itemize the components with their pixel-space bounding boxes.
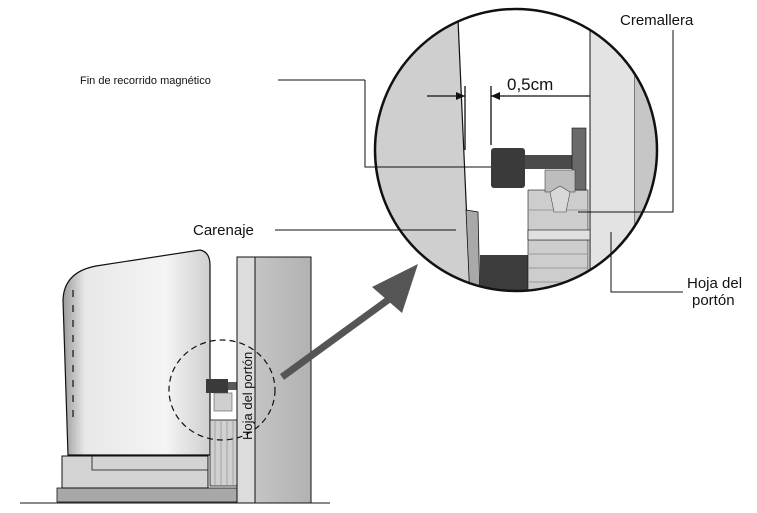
- gate-post: [254, 256, 312, 504]
- label-gate-leaf-line1: Hoja del: [687, 275, 742, 292]
- zoom-dark-base: [480, 255, 530, 291]
- callout-limit-switch: [278, 79, 491, 168]
- zoom-detail: 0,5cm: [373, 7, 659, 293]
- motor-cover: [62, 249, 211, 456]
- motor-base: [61, 455, 209, 489]
- detail-highlight-circle: [168, 339, 276, 441]
- gap-dimension: [427, 86, 590, 150]
- callout-gate-leaf: [610, 232, 683, 293]
- label-limit-switch: Fin de recorrido magnético: [80, 75, 211, 87]
- gap-dimension-label: 0,5cm: [507, 75, 553, 94]
- motor-unit: [56, 249, 254, 503]
- zoom-gate-leaf: [589, 9, 636, 291]
- label-gate-leaf-line2: portón: [692, 292, 735, 309]
- limit-switch-small: [206, 379, 228, 393]
- gate-leaf: Hoja del portón: [20, 256, 330, 504]
- zoom-motor-cover: [375, 9, 470, 291]
- motor-base-plate: [56, 487, 254, 503]
- label-rack: Cremallera: [620, 12, 694, 29]
- zoom-arrow: [279, 264, 418, 380]
- motor-base-step: [91, 456, 208, 471]
- zoom-circle-outline: [373, 7, 659, 293]
- callout-rack: [578, 30, 674, 213]
- label-cover: Carenaje: [193, 222, 254, 239]
- gate-leaf-vertical-label: Hoja del portón: [240, 352, 255, 440]
- drive-gear: [209, 419, 239, 487]
- zoom-limit-magnet: [491, 148, 525, 188]
